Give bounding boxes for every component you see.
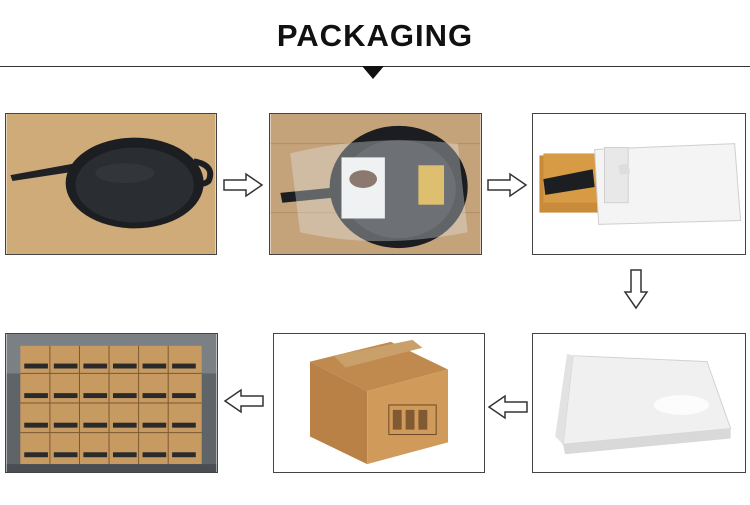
skillet-image — [6, 114, 216, 254]
step-2-bagged-skillet-photo — [269, 113, 482, 255]
stacked-cartons-image — [6, 334, 217, 472]
step-3-boxing-photo — [532, 113, 746, 255]
page-title: PACKAGING — [276, 18, 474, 53]
step-4-white-box-photo — [532, 333, 746, 473]
arrow-right-icon — [222, 172, 264, 198]
step-5-carton-photo — [273, 333, 485, 473]
arrow-left-icon — [223, 388, 265, 414]
white-box-image — [533, 334, 745, 472]
arrow-left-icon — [487, 394, 529, 420]
arrow-right-icon — [486, 172, 528, 198]
bagged-skillet-image — [270, 114, 481, 254]
step-6-stacked-cartons-photo — [5, 333, 218, 473]
divider-pointer-icon — [362, 66, 384, 79]
carton-image — [274, 334, 484, 472]
step-1-skillet-photo — [5, 113, 217, 255]
arrow-down-icon — [623, 268, 649, 310]
boxing-image — [533, 114, 745, 254]
